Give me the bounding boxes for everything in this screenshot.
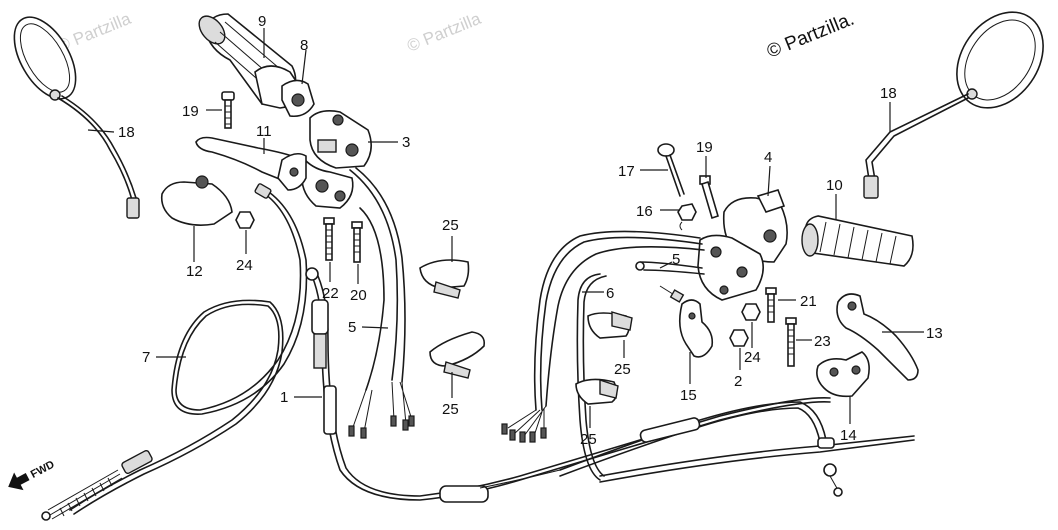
bolt[interactable]: [765, 287, 777, 323]
cable-band[interactable]: [587, 311, 633, 339]
callout-25: 25: [614, 361, 631, 378]
forward-direction-indicator: FWD: [8, 458, 57, 491]
callout-8: 8: [300, 37, 308, 54]
callout-13: 13: [926, 325, 943, 342]
callout-4: 4: [764, 149, 772, 166]
left-switch-housing[interactable]: [301, 110, 372, 209]
callout-2: 2: [734, 373, 742, 390]
cable-bracket[interactable]: [678, 299, 714, 358]
callout-25: 25: [580, 431, 597, 448]
nut[interactable]: [741, 303, 761, 321]
cable-band[interactable]: [419, 259, 470, 299]
bolt[interactable]: [657, 143, 685, 197]
washer[interactable]: [729, 329, 749, 347]
callout-10: 10: [826, 177, 843, 194]
bolt[interactable]: [351, 221, 363, 263]
callout-7: 7: [142, 349, 150, 366]
callout-24: 24: [744, 349, 761, 366]
copyright-notice: © Partzilla.: [764, 9, 857, 63]
bolt[interactable]: [785, 317, 797, 367]
callout-24: 24: [236, 257, 253, 274]
bolt[interactable]: [699, 175, 719, 220]
callout-9: 9: [258, 13, 266, 30]
nut[interactable]: [677, 203, 697, 231]
clutch-lever[interactable]: [195, 136, 307, 191]
leader-lines: [87, 28, 924, 428]
callout-3: 3: [402, 134, 410, 151]
callout-20: 20: [350, 287, 367, 304]
callout-16: 16: [636, 203, 653, 220]
nut[interactable]: [235, 211, 255, 229]
front-brake-lever[interactable]: [836, 293, 919, 381]
callout-12: 12: [186, 263, 203, 280]
callout-23: 23: [814, 333, 831, 350]
switch-wiring-harness[interactable]: [348, 167, 415, 439]
callout-17: 17: [618, 163, 635, 180]
callout-5: 5: [672, 251, 680, 268]
callout-25: 25: [442, 401, 459, 418]
clutch-cable[interactable]: [41, 183, 308, 521]
callout-21: 21: [800, 293, 817, 310]
front-brake-cable[interactable]: [479, 401, 915, 497]
callout-19: 19: [182, 103, 199, 120]
throttle-housing[interactable]: [281, 79, 315, 118]
callout-22: 22: [322, 285, 339, 302]
callout-1: 1: [280, 389, 288, 406]
fwd-label: FWD: [29, 458, 57, 480]
right-switch-housing[interactable]: [697, 189, 788, 301]
bolt[interactable]: [323, 217, 335, 261]
cable-band[interactable]: [429, 331, 486, 379]
callout-5: 5: [348, 319, 356, 336]
arrow-icon: [8, 472, 30, 491]
callout-18: 18: [880, 85, 897, 102]
brake-switch-cable[interactable]: [501, 230, 705, 481]
watermark: © Partzilla: [404, 9, 484, 56]
callout-6: 6: [606, 285, 614, 302]
cable-band[interactable]: [575, 378, 619, 405]
bolt[interactable]: [221, 91, 235, 129]
left-mirror[interactable]: [2, 7, 140, 219]
callout-labels: 9 8 19 3 11 18 12 24 22 20 25 5 7 1 25 2…: [118, 13, 943, 448]
callout-25: 25: [442, 217, 459, 234]
right-grip[interactable]: [801, 215, 914, 267]
callout-19: 19: [696, 139, 713, 156]
callout-15: 15: [680, 387, 697, 404]
callout-18: 18: [118, 124, 135, 141]
callout-14: 14: [840, 427, 857, 444]
callout-11: 11: [256, 123, 272, 140]
right-mirror[interactable]: [863, 0, 1058, 199]
lever-bracket[interactable]: [816, 351, 870, 398]
